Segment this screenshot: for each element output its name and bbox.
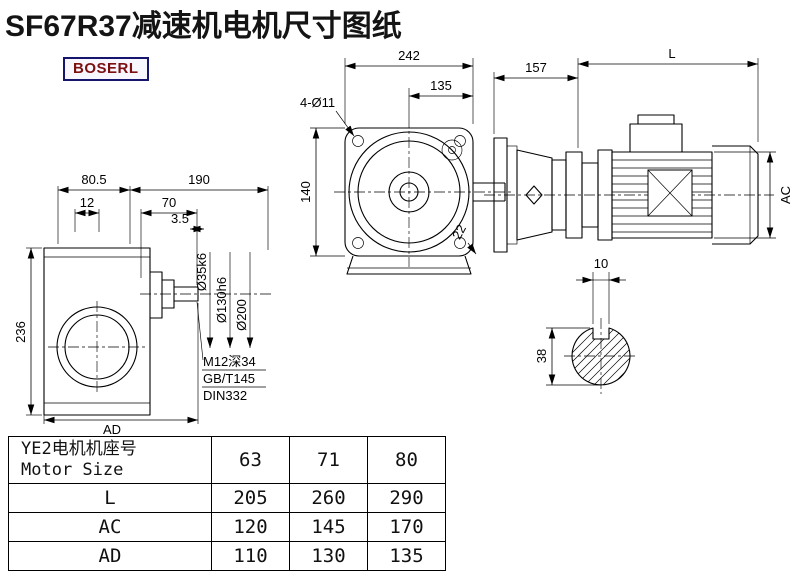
cell-ac-80: 170 [367,512,446,542]
boserl-logo: BOSERL [63,57,149,81]
dim-12: 12 [80,195,94,210]
cell-ad-80: 135 [367,541,446,571]
cell-l-71: 260 [289,483,368,513]
row-label-l: L [8,483,212,513]
motor-size-table: YE2电机机座号 Motor Size 63 71 80 L 205 260 2… [8,436,446,571]
tap-spec-line2: GB/T145 [203,371,255,386]
table-row-l: L 205 260 290 [8,483,446,513]
label-bolt-holes: 4-Ø11 [300,95,335,110]
dim-l: L [668,46,675,61]
row-label-ad: AD [8,541,212,571]
tap-spec-line3: DIN332 [203,388,247,403]
size-col-80: 80 [367,436,446,484]
dim-236: 236 [13,321,28,343]
gearbox-front-view: 242 135 4-Ø11 140 22 [298,48,512,275]
motor-side-view: 157 L AC [484,46,793,253]
table-row-ad: AD 110 130 135 [8,541,446,571]
shaft-section-view: 10 38 [534,256,638,394]
cell-ad-71: 130 [289,541,368,571]
dim-190: 190 [188,172,210,187]
dim-242: 242 [398,48,420,63]
table-header-row: YE2电机机座号 Motor Size 63 71 80 [8,436,446,484]
header-cn: YE2电机机座号 [21,439,137,459]
header-cell: YE2电机机座号 Motor Size [8,436,212,484]
table-row-ac: AC 120 145 170 [8,512,446,542]
header-en: Motor Size [21,460,124,480]
dim-dia-35: Ø35k6 [194,253,209,291]
cell-l-63: 205 [211,483,290,513]
page-title: SF67R37减速机电机尺寸图纸 [5,10,402,43]
cell-l-80: 290 [367,483,446,513]
dim-dia-130: Ø130h6 [214,277,229,323]
cell-ad-63: 110 [211,541,290,571]
dim-3-5: 3.5 [171,211,189,226]
gearbox-left-view: 80.5 190 12 70 3.5 236 AD Ø35k6 Ø130 [13,172,272,437]
dim-ad: AD [103,422,121,437]
size-col-63: 63 [211,436,290,484]
dim-140: 140 [298,181,313,203]
dim-38: 38 [534,349,549,363]
cell-ac-71: 145 [289,512,368,542]
cell-ac-63: 120 [211,512,290,542]
dim-135: 135 [430,78,452,93]
dim-22: 22 [449,222,469,242]
dim-ac: AC [778,186,793,204]
dim-10: 10 [594,256,608,271]
row-label-ac: AC [8,512,212,542]
tap-spec-line1: M12深34 [203,354,256,369]
dim-80-5: 80.5 [81,172,106,187]
size-col-71: 71 [289,436,368,484]
dim-dia-200: Ø200 [234,299,249,331]
dim-157: 157 [525,60,547,75]
dim-70: 70 [162,195,176,210]
